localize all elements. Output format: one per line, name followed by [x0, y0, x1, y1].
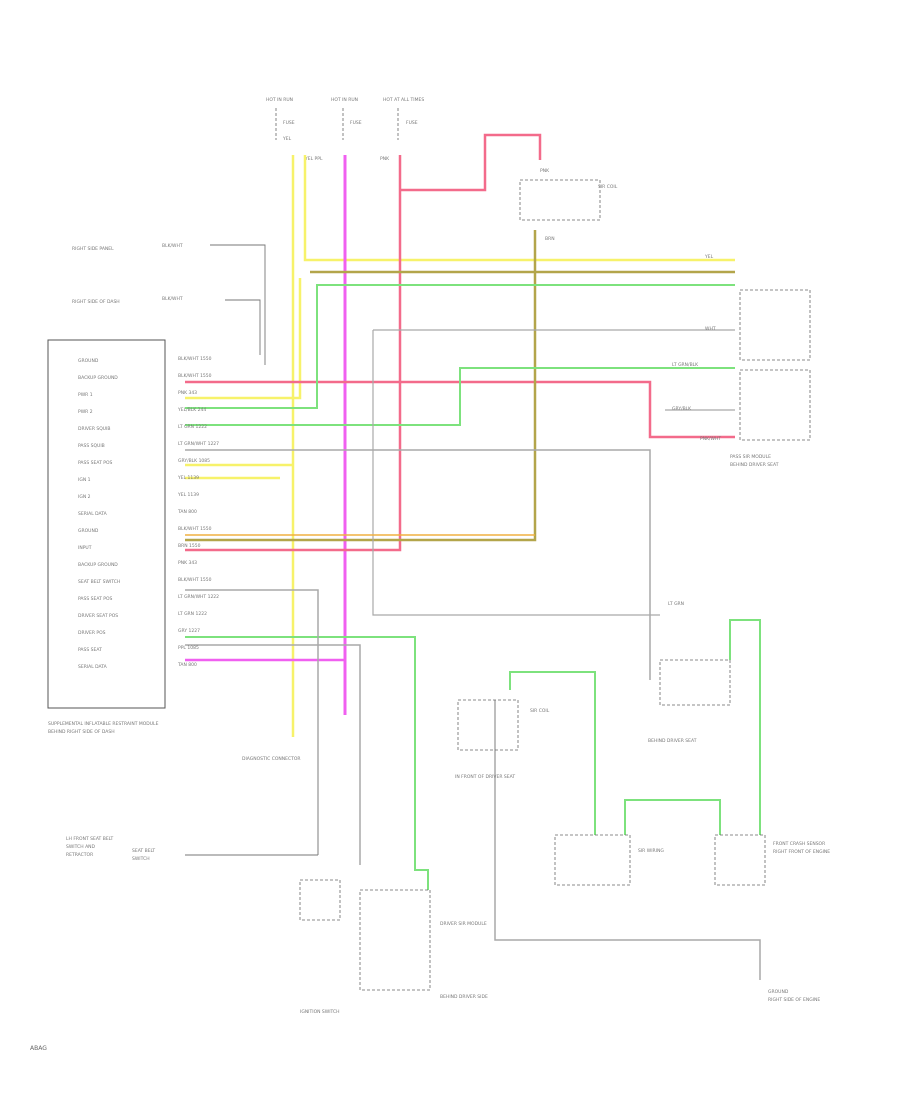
fuse-block-2: HOT IN RUN FUSE YEL PPL — [304, 97, 362, 162]
module-wire-label: TAN 800 — [177, 509, 197, 515]
top-left-ref-2: RIGHT SIDE OF DASH — [72, 299, 120, 305]
sir-module: SUPPLEMENTAL INFLATABLE RESTRAINT MODULE… — [47, 339, 219, 735]
crash-sensor-right-caption: RIGHT FRONT OF ENGINE — [773, 849, 830, 855]
fuse-block-3: HOT AT ALL TIMES FUSE PNK — [380, 97, 424, 162]
diagram-code: ABAG — [30, 1045, 47, 1052]
wire-pnkwht-label: PNK/WHT — [700, 436, 721, 442]
passenger-seat-sensor: LT GRN BEHIND DRIVER SEAT — [648, 601, 731, 744]
module-wire-label: PPL 1085 — [178, 645, 199, 651]
fuse-2-fuse: FUSE — [350, 120, 362, 126]
fuse-2-wire: YEL PPL — [304, 156, 323, 162]
module-pin-label: PASS SEAT POS — [78, 596, 113, 602]
coil-connector: SIR COIL IN FRONT OF DRIVER SEAT — [455, 699, 550, 780]
module-wire-label: BLK/WHT 1550 — [178, 373, 212, 379]
driver-sir-caption: BEHIND DRIVER SIDE — [440, 994, 488, 1000]
right-connectors: YEL WHT LT GRN/BLK GRY/BLK PNK/WHT PASS … — [672, 254, 811, 468]
fuse-block-1: HOT IN RUN FUSE YEL — [266, 97, 295, 142]
module-pin-label: GROUND — [78, 528, 99, 534]
module-wire-label: YEL 1139 — [177, 492, 199, 498]
module-pin-label: PASS SQUIB — [78, 443, 105, 449]
module-pin-label: PASS SEAT — [78, 647, 102, 653]
module-wire-label: BLK/WHT 1550 — [178, 577, 212, 583]
fuse-3-label: HOT AT ALL TIMES — [383, 97, 424, 103]
module-wire-label: BLK/WHT 1550 — [178, 526, 212, 532]
module-wire-label: YEL/BLK 244 — [177, 407, 206, 413]
driver-sir-label: DRIVER SIR MODULE — [440, 921, 487, 927]
module-wire-label: LT GRN/WHT 1227 — [178, 441, 219, 447]
ground-1-label: BLK/WHT — [162, 243, 183, 249]
module-pin-label: SERIAL DATA — [78, 511, 108, 517]
module-wire-label: LT GRN/WHT 1222 — [178, 594, 219, 600]
module-wire-label: PNK 343 — [178, 390, 197, 396]
wire-white-label: WHT — [705, 326, 716, 332]
passenger-sensor-caption: BEHIND DRIVER SEAT — [648, 738, 697, 744]
wire-ltgrnblk-label: LT GRN/BLK — [672, 362, 699, 368]
sir-module-title: SUPPLEMENTAL INFLATABLE RESTRAINT MODULE — [48, 721, 159, 727]
sir-module-caption: BEHIND RIGHT SIDE OF DASH — [48, 729, 115, 735]
module-pin-label: SEAT BELT SWITCH — [78, 579, 120, 585]
module-wire-label: BRN 1550 — [178, 543, 201, 549]
module-wire-label: TAN 800 — [177, 662, 197, 668]
ground-2-label: BLK/WHT — [162, 296, 183, 302]
wires — [185, 133, 761, 980]
sir-coil-title: SIR COIL — [598, 184, 618, 190]
sensor-right-label: PASS SIR MODULE — [730, 454, 771, 460]
fuse-3-fuse: FUSE — [406, 120, 418, 126]
module-wire-label: BLK/WHT 1550 — [178, 356, 212, 362]
module-wire-label: GRY 1227 — [178, 628, 200, 634]
seat-belt-ref-1: LH FRONT SEAT BELT — [66, 836, 114, 842]
module-pin-label: SERIAL DATA — [78, 664, 108, 670]
module-pin-label: IGN 1 — [78, 477, 91, 483]
fuse-1-wire: YEL — [282, 136, 292, 142]
wire-pink-label: PNK — [540, 168, 550, 174]
switch-label-2: SWITCH — [132, 856, 150, 862]
ground-bottom-caption: RIGHT SIDE OF ENGINE — [768, 997, 820, 1003]
switch-label-1: SEAT BELT — [132, 848, 155, 854]
wire-yellow-label: YEL — [704, 254, 714, 260]
top-left-ref-1: RIGHT SIDE PANEL — [72, 246, 114, 252]
seat-belt-ref-2: SWITCH AND — [66, 844, 96, 850]
module-wire-label: LT GRN 1222 — [178, 611, 207, 617]
module-pin-label: DRIVER POS — [78, 630, 106, 636]
sir-coil-connector: PNK SIR COIL BRN — [519, 168, 618, 242]
fuse-1-label: HOT IN RUN — [266, 97, 293, 103]
module-pin-label: BACKUP GROUND — [78, 375, 118, 381]
module-pin-label: PWR 2 — [78, 409, 93, 415]
coil-caption: IN FRONT OF DRIVER SEAT — [455, 774, 515, 780]
crash-sensor-right-label: FRONT CRASH SENSOR — [773, 841, 825, 847]
sensor-right-caption: BEHIND DRIVER SEAT — [730, 462, 779, 468]
module-wire-label: PNK 343 — [178, 560, 197, 566]
sir-module-frame — [47, 339, 166, 709]
bottom-left-group: LH FRONT SEAT BELT SWITCH AND RETRACTOR … — [66, 756, 488, 1015]
module-pin-label: BACKUP GROUND — [78, 562, 118, 568]
coil-label: SIR COIL — [530, 708, 550, 714]
top-left-refs: RIGHT SIDE PANEL BLK/WHT RIGHT SIDE OF D… — [72, 243, 266, 365]
module-pin-label: DRIVER SQUIB — [78, 426, 111, 432]
fuse-2-label: HOT IN RUN — [331, 97, 358, 103]
crash-sensor-center-label: SIR WIRING — [638, 848, 664, 854]
module-pin-label: PASS SEAT POS — [78, 460, 113, 466]
ignition-switch-label: IGNITION SWITCH — [300, 1009, 340, 1015]
module-wire-label: LT GRN 1222 — [178, 424, 207, 430]
module-wire-label: YEL 1139 — [177, 475, 199, 481]
module-pin-label: IGN 2 — [78, 494, 91, 500]
seat-belt-ref-3: RETRACTOR — [66, 852, 93, 858]
fuse-3-wire: PNK — [380, 156, 390, 162]
fuse-1-fuse: FUSE — [283, 120, 295, 126]
wire-gryblk-label: GRY/BLK — [672, 406, 692, 412]
module-pin-label: DRIVER SEAT POS — [78, 613, 118, 619]
bottom-right-modules: SIR WIRING FRONT CRASH SENSOR RIGHT FRON… — [554, 834, 830, 1003]
module-wire-label: GRY/BLK 1085 — [178, 458, 210, 464]
wire-ltgrn-label: LT GRN — [668, 601, 684, 607]
module-pin-label: INPUT — [78, 545, 92, 551]
diagnostic-connector-label: DIAGNOSTIC CONNECTOR — [242, 756, 301, 762]
module-pin-label: PWR 1 — [78, 392, 93, 398]
wire-brown-label: BRN — [545, 236, 555, 242]
module-pin-label: GROUND — [78, 358, 99, 364]
ground-bottom-label: GROUND — [768, 989, 789, 995]
